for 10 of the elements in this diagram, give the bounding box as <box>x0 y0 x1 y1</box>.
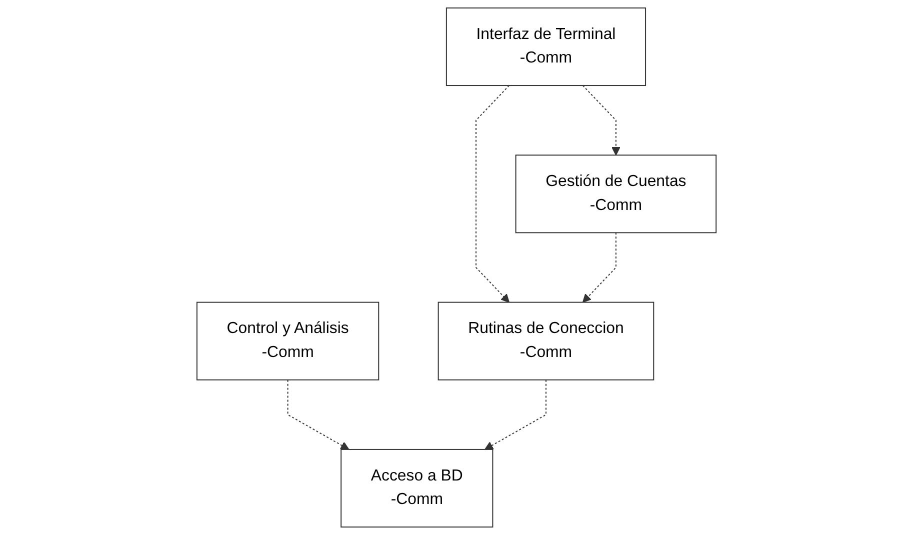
arrow <box>288 379 350 450</box>
arrow <box>582 85 621 156</box>
node-box: Interfaz de Terminal -Comm <box>446 7 646 86</box>
node-box: Gestión de Cuentas -Comm <box>516 154 718 234</box>
node-box: Rutinas de Coneccion -Comm <box>438 302 655 380</box>
node-box: Acceso a BD -Comm <box>341 448 494 528</box>
arrow <box>476 85 510 303</box>
node-box: Control y Análisis -Comm <box>196 302 380 380</box>
arrow <box>582 232 617 303</box>
arrow <box>485 379 547 450</box>
